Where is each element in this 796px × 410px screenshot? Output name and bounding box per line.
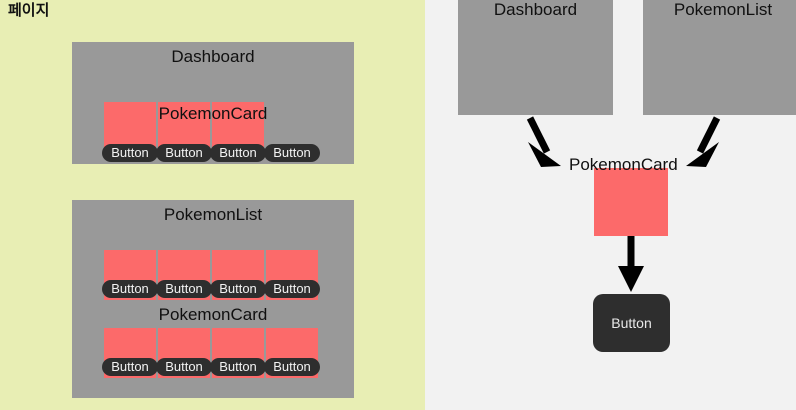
- card-button[interactable]: Button: [156, 280, 212, 298]
- diagram-node-dashboard[interactable]: Dashboard: [458, 0, 613, 115]
- arrow-pokemoncard-to-button: [618, 236, 644, 292]
- diagram-node-pokemonlist[interactable]: PokemonList: [643, 0, 796, 115]
- card-button[interactable]: Button: [210, 280, 266, 298]
- diagram-node-pokemoncard-label: PokemonCard: [569, 155, 678, 174]
- diagram-node-dashboard-label: Dashboard: [493, 0, 578, 19]
- pokemonlist-label: PokemonList: [163, 205, 263, 224]
- pokemonlist-pokemoncard-label: PokemonCard: [158, 305, 268, 324]
- dashboard-pokemoncard-label: PokemonCard: [158, 104, 268, 123]
- page-title: 페이지: [8, 2, 50, 19]
- diagram-node-pokemonlist-label: PokemonList: [673, 0, 773, 19]
- card-button[interactable]: Button: [210, 358, 266, 376]
- pokemon-card[interactable]: [212, 102, 264, 152]
- card-button[interactable]: Button: [156, 358, 212, 376]
- pokemonlist-container[interactable]: PokemonList Button Button Button Button …: [72, 200, 354, 398]
- card-button[interactable]: Button: [102, 280, 158, 298]
- card-button[interactable]: Button: [102, 144, 158, 162]
- card-button[interactable]: Button: [264, 358, 320, 376]
- diagram-node-button[interactable]: Button: [593, 294, 670, 352]
- arrow-pokemonlist-to-pokemoncard: [686, 116, 721, 167]
- arrow-dashboard-to-pokemoncard: [526, 116, 561, 167]
- pokemon-card[interactable]: [158, 102, 210, 152]
- dashboard-container[interactable]: Dashboard PokemonCard Button Button Butt…: [72, 42, 354, 164]
- pokemon-card[interactable]: [104, 102, 156, 152]
- page-mock-panel: 페이지 Dashboard PokemonCard Button Button …: [0, 0, 425, 410]
- card-button[interactable]: Button: [156, 144, 212, 162]
- card-button[interactable]: Button: [264, 280, 320, 298]
- component-tree-panel: Dashboard PokemonList PokemonCard Button: [425, 0, 796, 410]
- card-button[interactable]: Button: [210, 144, 266, 162]
- card-button[interactable]: Button: [264, 144, 320, 162]
- card-button[interactable]: Button: [102, 358, 158, 376]
- dashboard-label: Dashboard: [171, 47, 255, 66]
- diagram-node-pokemoncard[interactable]: [594, 168, 668, 236]
- diagram-node-button-label: Button: [611, 315, 652, 331]
